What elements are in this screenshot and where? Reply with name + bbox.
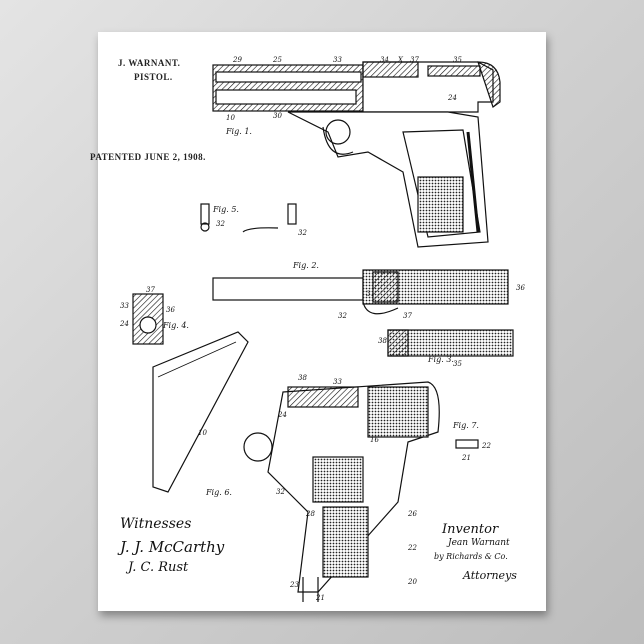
patent-date: PATENTED JUNE 2, 1908. <box>90 152 206 162</box>
part-number-label: 10 <box>226 114 235 122</box>
part-number-label: 16 <box>370 436 379 444</box>
part-number-label: 20 <box>407 578 417 586</box>
part-number-label: 28 <box>305 510 315 518</box>
patent-drawing: Fig. 1. Fig. 2. Fig. 3. Fig. 4. Fig. 5. … <box>119 56 525 602</box>
part-number-label: 32 <box>276 488 285 496</box>
figure-3-drawing <box>387 329 514 357</box>
figure-5-drawing <box>200 203 297 233</box>
inventor-name: J. WARNANT. <box>118 58 181 68</box>
part-number-label: 33 <box>333 378 342 386</box>
part-number-label: 34 <box>380 56 389 64</box>
part-number-label: X <box>397 56 404 64</box>
fig-label: Fig. 2. <box>292 261 319 270</box>
part-number-label: 24 <box>119 320 129 328</box>
part-number-label: 23 <box>289 581 299 589</box>
part-number-label: 25 <box>272 56 282 64</box>
fig-label: Fig. 7. <box>452 421 479 430</box>
witness-signature-2: J. C. Rust <box>128 560 189 575</box>
attorney-signature: by Richards & Co. <box>434 552 508 561</box>
fig-label: Fig. 1. <box>225 127 252 136</box>
part-number-label: 36 <box>516 284 525 292</box>
inventor-label: Inventor <box>442 522 499 537</box>
attorneys-label: Attorneys <box>463 569 517 582</box>
part-number-label: 26 <box>407 510 417 518</box>
part-number-label: 37 <box>146 286 155 294</box>
part-number-label: 32 <box>216 220 225 228</box>
part-number-label: 37 <box>410 56 419 64</box>
fig-label: Fig. 6. <box>205 488 232 497</box>
part-number-label: 32 <box>298 229 307 237</box>
part-number-label: 10 <box>198 429 207 437</box>
part-number-label: 30 <box>273 112 282 120</box>
part-number-label: 35 <box>453 360 462 368</box>
figure-7-drawing <box>455 439 479 449</box>
part-number-label: 21 <box>315 594 325 602</box>
part-number-label: 33 <box>333 56 342 64</box>
part-numbers: 29 25 33 34 X 37 35 24 10 30 31 36 32 37… <box>119 56 525 602</box>
figure-2-drawing <box>212 269 509 315</box>
fig-label: Fig. 3. <box>427 355 454 364</box>
part-number-label: 38 <box>298 374 307 382</box>
part-number-label: 35 <box>453 56 462 64</box>
patent-poster: J. WARNANT. PISTOL. PATENTED JUNE 2, 190… <box>90 32 546 611</box>
part-number-label: 38 <box>378 337 387 345</box>
part-number-label: 37 <box>403 312 412 320</box>
part-number-label: 22 <box>407 544 417 552</box>
part-number-label: 32 <box>338 312 347 320</box>
witnesses-label: Witnesses <box>120 516 192 532</box>
part-number-label: 36 <box>166 306 175 314</box>
part-number-label: 31 <box>366 290 375 298</box>
figure-6-drawing <box>152 331 440 602</box>
part-number-label: 33 <box>120 302 129 310</box>
part-number-label: 21 <box>461 454 471 462</box>
fig-label: Fig. 4. <box>162 321 189 330</box>
figure-4-drawing <box>132 293 164 345</box>
patent-title: PISTOL. <box>134 72 173 82</box>
figure-1-drawing <box>212 61 501 248</box>
fig-label: Fig. 5. <box>212 205 239 214</box>
part-number-label: 29 <box>232 56 242 64</box>
inventor-signature: Jean Warnant <box>448 538 510 548</box>
witness-signature-1: J. J. McCarthy <box>120 538 225 556</box>
part-number-label: 24 <box>447 94 457 102</box>
figure-labels: Fig. 1. Fig. 2. Fig. 3. Fig. 4. Fig. 5. … <box>162 127 479 497</box>
part-number-label: 22 <box>481 442 491 450</box>
part-number-label: 24 <box>277 411 287 419</box>
